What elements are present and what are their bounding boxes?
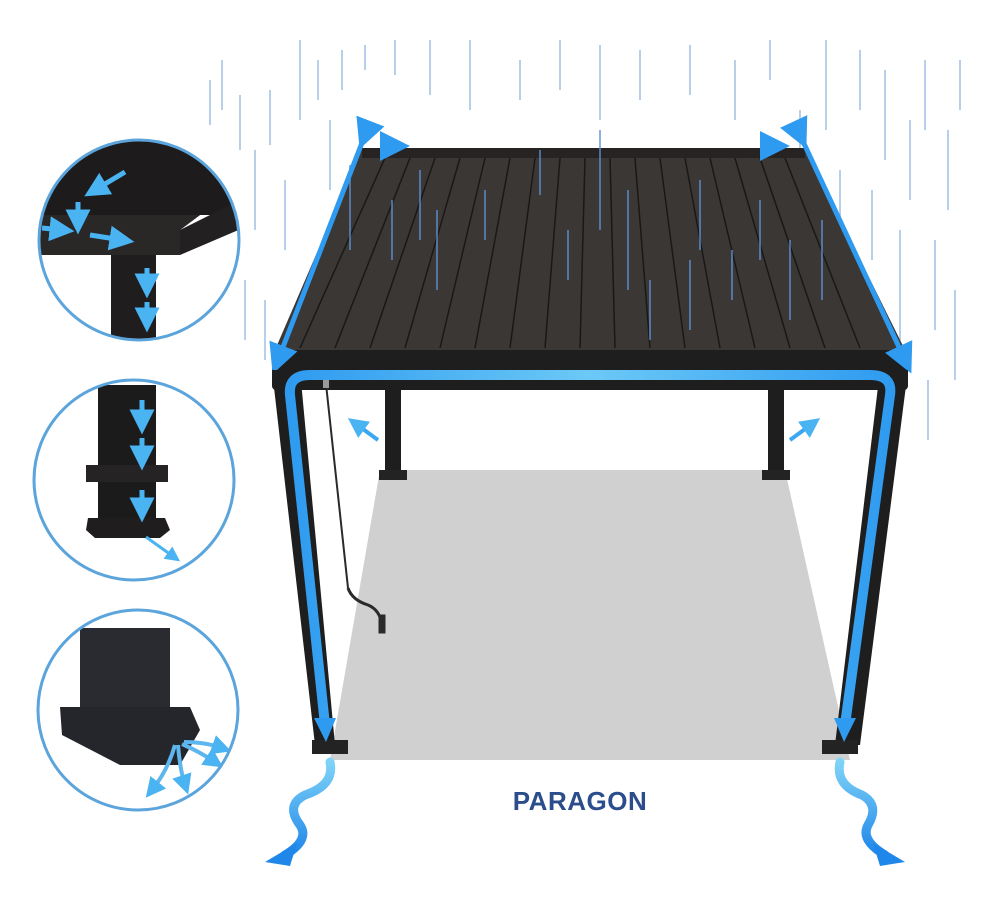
flow-arrow-left-edge	[269, 115, 385, 374]
pergola-roof	[275, 148, 905, 350]
back-post-left	[385, 388, 401, 476]
back-post-right	[768, 388, 784, 476]
flow-path-front	[284, 370, 896, 726]
outlet-arrow-right	[834, 757, 890, 860]
inset-corner-gutter	[37, 138, 241, 342]
inset-base-outlet	[36, 608, 240, 812]
inset-border	[37, 138, 241, 342]
flow-arrow-right-edge	[780, 115, 913, 374]
vent-arrow-left	[347, 418, 380, 442]
inset-post-downpipe	[32, 378, 236, 582]
inset-border	[32, 378, 236, 582]
crank-handle	[323, 380, 386, 634]
inset-border	[36, 608, 240, 812]
outlet-arrow-left	[280, 757, 336, 860]
floor-shadow	[330, 470, 850, 760]
vent-arrow-right	[788, 418, 821, 442]
brand-label: PARAGON	[512, 786, 648, 816]
